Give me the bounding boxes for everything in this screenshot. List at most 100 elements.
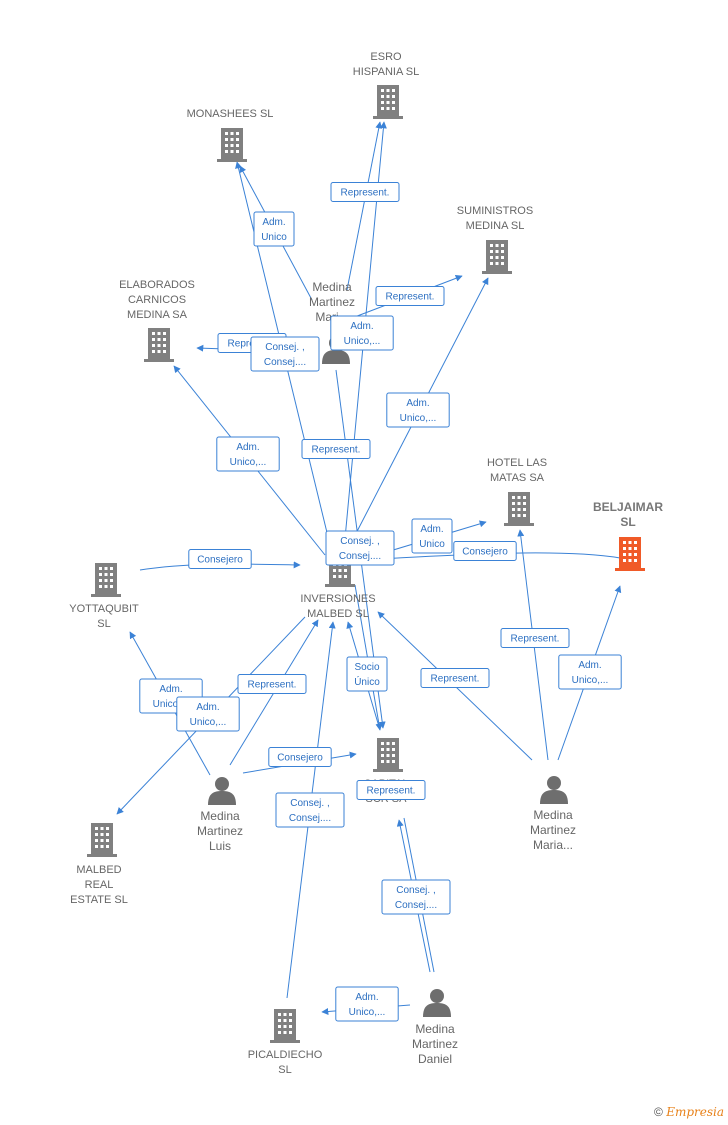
edge-label-line: Represent. (511, 634, 560, 645)
edge-label-box (356, 780, 426, 800)
edge-label-line: Adm. (406, 398, 429, 409)
company-label-line: MONASHEES SL (187, 108, 274, 120)
building-icon (87, 823, 117, 857)
edge-label-e19[interactable]: Adm.Unico,... (558, 654, 622, 690)
edge-label-line: Represent. (341, 188, 390, 199)
edge-label-box (500, 628, 570, 648)
edge-label-line: Consej.... (264, 357, 306, 368)
company-label-line: SL (97, 618, 110, 630)
company-label-line: SUMINISTROS (457, 205, 533, 217)
edge-label-text: Consejero (197, 555, 243, 566)
edge-label-e1[interactable]: Represent. (330, 182, 400, 202)
person-label-line: Martinez (412, 1037, 458, 1051)
edge-label-line: Adm. (262, 217, 285, 228)
edge-label-e10[interactable]: Consej. , Consej.... (325, 530, 395, 566)
person-label-line: Martinez (197, 824, 243, 838)
person-label-line: Martinez (530, 823, 576, 837)
edge-label-line: Unico,... (230, 457, 267, 468)
edge-label-box (176, 696, 240, 732)
person-icon (208, 777, 236, 805)
edge-label-box (453, 541, 517, 561)
edge-label-box (346, 656, 388, 692)
edge-label-text: Represent. (248, 680, 297, 691)
edge-label-box (411, 518, 453, 554)
edge-label-text: Adm.Unico,... (349, 992, 386, 1018)
edge-label-box (250, 336, 320, 372)
company-label-line: ELABORADOS (119, 279, 195, 291)
edge-label-line: Represent. (312, 445, 361, 456)
edge-label-e20[interactable]: Represent. (237, 674, 307, 694)
building-icon (270, 1009, 300, 1043)
company-label-line: HISPANIA SL (353, 66, 419, 78)
edge-label-text: Adm.Unico (419, 524, 445, 550)
building-icon (91, 563, 121, 597)
edge-mari-esro (346, 121, 383, 291)
edge-label-e3[interactable]: Represent. (375, 286, 445, 306)
edge-label-e23[interactable]: Consej. ,Consej.... (275, 792, 345, 828)
edge-label-text: Adm. Unico,... (400, 398, 437, 424)
edge-label-e25[interactable]: Adm.Unico,... (335, 986, 399, 1022)
edge-label-e21[interactable]: Consejero (268, 747, 332, 767)
company-label-line: CARNICOS (128, 294, 186, 306)
edge-label-line: Adm. (350, 321, 373, 332)
person-label-line: Medina (415, 1022, 455, 1036)
edge-label-e17[interactable]: Represent. (420, 668, 490, 688)
edge-label-line: Unico,... (344, 336, 381, 347)
edge-label-e14[interactable]: Represent. (500, 628, 570, 648)
copyright-icon: © (654, 1105, 663, 1119)
edge-label-e13[interactable]: Consejero (453, 541, 517, 561)
edge-label-e8[interactable]: Adm.Unico,... (216, 436, 280, 472)
edge-label-e6[interactable]: Consej. ,Consej.... (250, 336, 320, 372)
edge-label-e2[interactable]: Adm. Unico (253, 211, 295, 247)
edge-label-line: Unico (261, 232, 287, 243)
person-label-line: Medina (533, 808, 573, 822)
edge-label-line: Unico,... (400, 413, 437, 424)
company-label-line: MALBED SL (307, 608, 369, 620)
company-node-monashees[interactable]: MONASHEES SL (187, 108, 274, 162)
edge-label-line: Adm. (159, 684, 182, 695)
credit: © Empresia (654, 1105, 724, 1119)
edge-label-e11[interactable]: Adm.Unico (411, 518, 453, 554)
edge-label-e7[interactable]: Adm. Unico,... (386, 392, 450, 428)
edge-label-e18[interactable]: Adm.Unico,... (176, 696, 240, 732)
company-label-line: ESRO (370, 51, 402, 63)
edge-label-e22[interactable]: Represent. (356, 780, 426, 800)
company-label-line: PICALDIECHO (248, 1049, 323, 1061)
person-label-line: Maria... (533, 838, 573, 852)
edge-label-line: Consej. , (340, 536, 379, 547)
edge-label-line: Unico,... (572, 675, 609, 686)
edge-label-line: Adm. (420, 524, 443, 535)
company-node-suministros[interactable]: SUMINISTROS MEDINA SL (457, 205, 533, 274)
edge-label-e4[interactable]: Adm. Unico,... (330, 315, 394, 351)
edge-label-line: Adm. (196, 702, 219, 713)
edge-label-e24[interactable]: Consej. ,Consej.... (381, 879, 451, 915)
edge-label-e12[interactable]: Consejero (188, 549, 252, 569)
edge-label-line: Consej.... (395, 900, 437, 911)
edge-label-line: Represent. (431, 674, 480, 685)
edge-label-line: Consej.... (339, 551, 381, 562)
company-node-esro[interactable]: ESRO HISPANIA SL (353, 51, 419, 119)
company-label-line: MEDINA SL (466, 220, 525, 232)
edge-label-line: Consej. , (290, 798, 329, 809)
edge-label-e9[interactable]: Represent. (301, 439, 371, 459)
edge-label-line: Unico,... (349, 1007, 386, 1018)
edge-label-line: Consejero (197, 555, 243, 566)
building-icon (144, 328, 174, 362)
company-label-line: MATAS SA (490, 472, 545, 484)
